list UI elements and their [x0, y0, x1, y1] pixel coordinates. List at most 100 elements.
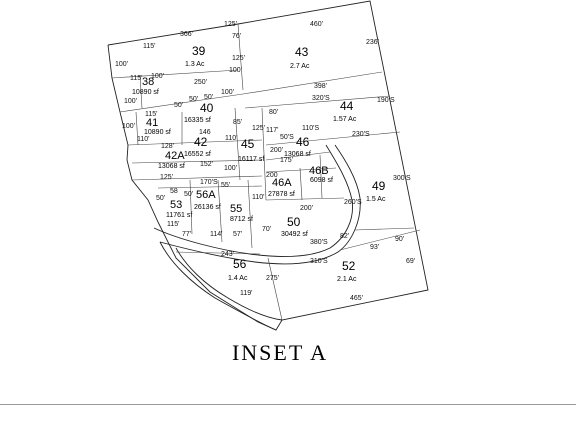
svg-text:460': 460' [310, 21, 323, 28]
svg-text:230'S: 230'S [352, 131, 370, 138]
lot-38-area: 10890 sf [132, 89, 159, 96]
lot-52: 52 [342, 259, 356, 273]
svg-text:117': 117' [266, 127, 279, 134]
svg-text:119': 119' [240, 290, 253, 297]
svg-text:366': 366' [180, 31, 193, 38]
road-curve-upper [153, 144, 353, 257]
svg-text:320'S: 320'S [312, 95, 330, 102]
svg-text:110': 110' [225, 135, 238, 142]
lot-45-area: 16117 sf [238, 156, 264, 163]
svg-text:50': 50' [204, 94, 213, 101]
svg-text:100': 100' [124, 98, 137, 105]
svg-text:175': 175' [280, 157, 293, 164]
svg-text:110': 110' [137, 136, 150, 143]
svg-text:115': 115' [167, 221, 180, 228]
svg-text:200': 200' [300, 205, 313, 212]
svg-text:190'S: 190'S [377, 97, 395, 104]
lot-42-area: 16552 sf [184, 151, 211, 158]
svg-text:146: 146 [199, 129, 211, 136]
lot-46b-area: 6098 sf [310, 177, 333, 184]
svg-text:100': 100' [229, 67, 242, 74]
svg-text:90': 90' [395, 236, 404, 243]
svg-text:69': 69' [406, 258, 415, 265]
svg-text:125': 125' [252, 125, 265, 132]
svg-text:55': 55' [221, 182, 230, 189]
lot-44-area: 1.57 Ac [333, 116, 357, 123]
lot-38: 38 [142, 76, 154, 88]
svg-text:200': 200' [270, 147, 283, 154]
svg-text:80': 80' [269, 109, 278, 116]
svg-text:125': 125' [160, 174, 173, 181]
svg-text:50': 50' [174, 102, 183, 109]
dimension-labels: 125' 460' 115' 366' 76' 236' 100' 125' 1… [115, 21, 415, 302]
lot-46-area: 13068 sf [284, 151, 311, 158]
lot-56a-area: 26136 sf [194, 204, 221, 211]
lot-55: 55 [230, 203, 242, 215]
lot-46: 46 [296, 135, 310, 149]
svg-text:260'S: 260'S [344, 199, 362, 206]
svg-text:243': 243' [221, 251, 234, 258]
lot-39-area: 1.3 Ac [185, 61, 205, 68]
svg-text:275': 275' [266, 275, 279, 282]
lot-56: 56 [233, 257, 247, 271]
svg-text:100': 100' [221, 89, 234, 96]
road-lower-left [159, 241, 277, 331]
lot-50-area: 30492 sf [281, 231, 308, 238]
lot-55-area: 8712 sf [230, 216, 253, 223]
plat-map: 39 1.3 Ac 43 2.7 Ac 38 10890 sf 40 16335… [107, 0, 429, 331]
svg-text:77': 77' [182, 231, 191, 238]
svg-text:100': 100' [224, 165, 237, 172]
lot-42: 42 [194, 135, 208, 149]
lot-43: 43 [295, 45, 309, 59]
svg-text:114': 114' [210, 231, 223, 238]
svg-text:110'S: 110'S [302, 125, 319, 132]
svg-text:100': 100' [122, 123, 135, 130]
lot-44: 44 [340, 99, 354, 113]
svg-text:70': 70' [262, 226, 271, 233]
svg-text:57': 57' [233, 231, 242, 238]
svg-text:125': 125' [224, 21, 237, 28]
svg-text:310'S: 310'S [310, 258, 328, 265]
lot-43-area: 2.7 Ac [290, 63, 310, 70]
svg-text:50': 50' [156, 195, 165, 202]
svg-text:115': 115' [130, 75, 143, 82]
svg-text:82': 82' [340, 233, 349, 240]
outer-boundary [107, 0, 429, 331]
svg-text:200: 200 [266, 172, 278, 179]
svg-text:465': 465' [350, 295, 363, 302]
svg-text:93': 93' [370, 244, 379, 251]
lot-39: 39 [192, 44, 206, 58]
svg-text:50': 50' [189, 96, 198, 103]
svg-text:250': 250' [194, 79, 207, 86]
svg-text:50': 50' [184, 191, 193, 198]
svg-text:125': 125' [232, 55, 245, 62]
lot-42a-area: 13068 sf [158, 163, 185, 170]
lot-42a: 42A [165, 150, 185, 162]
svg-text:128': 128' [161, 143, 174, 150]
lot-46a: 46A [272, 177, 292, 189]
road-curve-lower [159, 144, 361, 265]
lot-40-area: 16335 sf [184, 117, 211, 124]
lot-46a-area: 27878 sf [268, 191, 295, 198]
lot-49: 49 [372, 179, 386, 193]
svg-text:115': 115' [145, 111, 158, 118]
lot-41: 41 [146, 117, 158, 129]
svg-text:170'S: 170'S [200, 179, 218, 186]
svg-text:380'S: 380'S [310, 239, 328, 246]
svg-text:115': 115' [143, 43, 156, 50]
svg-text:300'S: 300'S [393, 175, 411, 182]
lot-40: 40 [200, 101, 214, 115]
svg-text:100': 100' [115, 61, 128, 68]
lot-45: 45 [241, 137, 255, 151]
svg-text:50'S: 50'S [280, 134, 294, 141]
bottom-divider [0, 404, 576, 405]
lot-53-area: 11761 sf [166, 212, 192, 219]
lot-56-area: 1.4 Ac [228, 275, 248, 282]
svg-text:85': 85' [233, 119, 242, 126]
inset-title: INSET A [231, 340, 329, 365]
lot-49-area: 1.5 Ac [366, 196, 386, 203]
lot-53: 53 [170, 199, 182, 211]
lot-labels: 39 1.3 Ac 43 2.7 Ac 38 10890 sf 40 16335… [132, 44, 386, 283]
svg-text:110': 110' [252, 194, 265, 201]
lot-52-area: 2.1 Ac [337, 276, 357, 283]
